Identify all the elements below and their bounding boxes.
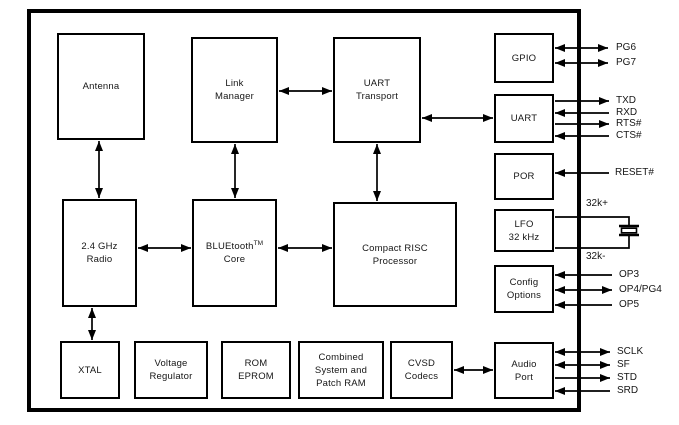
block-uart: UART [494,94,554,143]
block-config-options-label: Config [509,277,539,288]
block-risc-processor-label: Compact RISC [362,242,428,254]
block-patch-ram-label3: Patch RAM [316,377,366,389]
block-uart-transport: UART Transport [333,37,421,143]
block-link-manager-label2: Manager [215,91,254,102]
tm-superscript: TM [253,239,264,247]
pin-label-pg6: PG6 [616,42,637,53]
block-rom-eprom-label: ROM [244,358,268,369]
block-uart-transport-label2: Transport [355,91,399,102]
pin-label-srd: SRD [617,385,639,396]
chip-boundary [27,9,581,412]
block-cvsd-codecs: CVSD Codecs [390,341,453,399]
block-cvsd-codecs-label: CVSD [407,358,436,369]
pin-label-rxd: RXD [616,107,638,118]
block-lfo: LFO 32 kHz [494,209,554,252]
block-gpio: GPIO [494,33,554,83]
pin-label-op4-pg4: OP4/PG4 [619,284,662,295]
block-rom-eprom-label2: EPROM [238,371,274,382]
pin-label-op5: OP5 [619,299,640,310]
block-uart-transport-label: UART [363,78,391,89]
pin-label-rts: RTS# [616,118,642,129]
block-cvsd-codecs-label2: Codecs [404,371,439,382]
block-por-label: POR [513,171,535,182]
pin-label-std: STD [617,372,637,383]
block-risc-processor-label2: Processor [372,255,418,267]
pin-label-txd: TXD [616,95,636,106]
block-antenna-label: Antenna [82,81,120,92]
block-link-manager: Link Manager [191,37,278,143]
block-xtal: XTAL [60,341,120,399]
block-risc-processor: Compact RISC Processor [333,202,457,307]
block-lfo-label2: 32 kHz [508,231,540,243]
block-audio-port: Audio Port [494,342,554,399]
block-bluetooth-core: BLUEtoothTM Core [192,199,277,307]
pin-label-op3: OP3 [619,269,640,280]
block-patch-ram-label2: System and [314,364,368,376]
pin-label-reset: RESET# [615,167,654,178]
pin-label-32k-plus: 32k+ [586,198,608,209]
crystal-icon [620,227,638,234]
block-voltage-regulator: Voltage Regulator [134,341,208,399]
block-gpio-label: GPIO [511,52,537,64]
pin-label-32k-minus: 32k- [586,251,606,262]
block-bluetooth-core-label2: Core [223,254,246,265]
block-audio-port-label: Audio [511,358,537,370]
pin-label-cts: CTS# [616,130,642,141]
block-radio-label: 2.4 GHz [81,241,118,252]
block-uart-label: UART [510,113,538,124]
block-bluetooth-core-label: BLUEtoothTM [206,240,263,253]
block-voltage-regulator-label: Voltage [154,358,188,369]
block-por: POR [494,153,554,200]
bluetooth-core-text: BLUEtooth [205,241,254,252]
block-lfo-label: LFO [514,218,534,230]
block-config-options: Config Options [494,265,554,313]
block-link-manager-label: Link [225,78,244,89]
block-rom-eprom: ROM EPROM [221,341,291,399]
pin-label-pg7: PG7 [616,57,637,68]
block-radio: 2.4 GHz Radio [62,199,137,307]
block-audio-port-label2: Port [514,371,534,383]
block-voltage-regulator-label2: Regulator [149,371,193,382]
block-patch-ram: Combined System and Patch RAM [298,341,384,399]
pin-label-sclk: SCLK [617,346,644,357]
block-xtal-label: XTAL [78,364,102,376]
block-config-options-label2: Options [506,290,542,301]
block-antenna: Antenna [57,33,145,140]
pin-label-sf: SF [617,359,630,370]
block-patch-ram-label: Combined [318,351,364,363]
block-radio-label2: Radio [86,254,113,265]
